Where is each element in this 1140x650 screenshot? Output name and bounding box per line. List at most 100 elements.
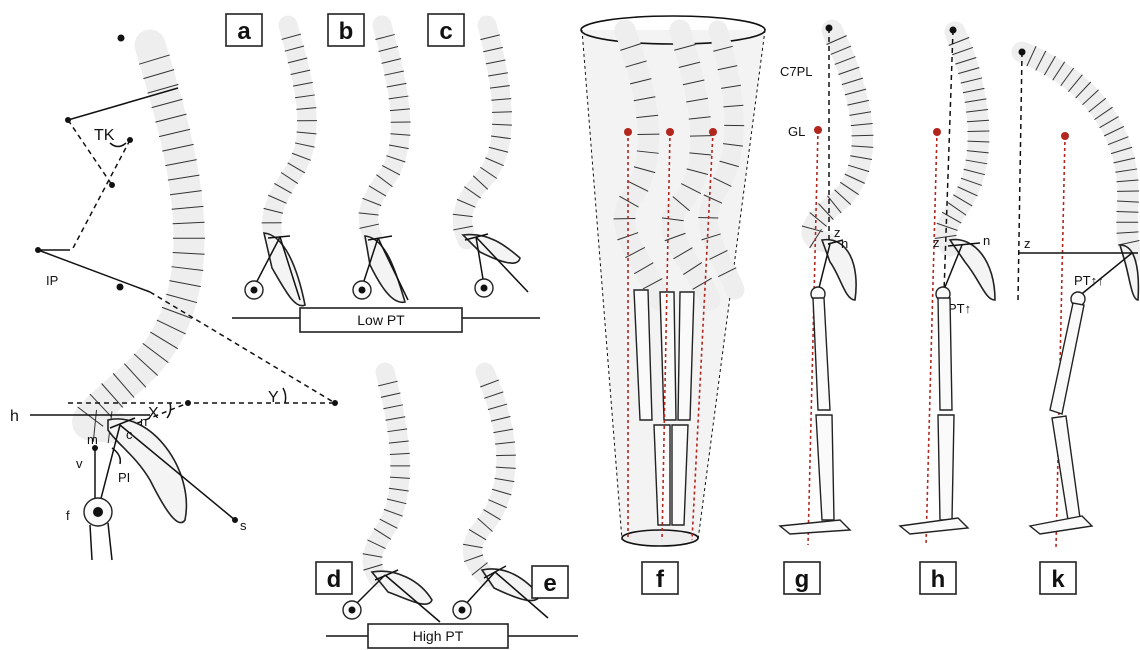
panel-a: a xyxy=(226,14,317,306)
panel-h: z n PT↑ h xyxy=(900,27,995,595)
panel-g-gl-label: GL xyxy=(788,124,805,139)
panel-f-letter: f xyxy=(656,566,665,593)
panel-c: c xyxy=(428,14,528,297)
s-label: s xyxy=(240,518,247,533)
panel-f-gravity-dot xyxy=(666,128,674,136)
panel-e-femoral-center xyxy=(459,607,466,614)
panel-g-foot xyxy=(780,520,850,534)
s-point xyxy=(232,517,238,523)
panel-e: e xyxy=(453,372,568,619)
low-pt-caption: Low PT xyxy=(232,308,540,332)
low-pt-text: Low PT xyxy=(357,312,405,328)
panel-a-letter: a xyxy=(237,18,251,45)
panel-h-gravity-line xyxy=(926,132,937,545)
panel-d-sacrum xyxy=(372,571,432,604)
panel-k-pt-label: PT↑↑ xyxy=(1074,273,1104,288)
ip-dot xyxy=(117,284,124,291)
panel-h-femur xyxy=(938,298,952,410)
panel-k-foot xyxy=(1030,516,1092,534)
vertebra-line xyxy=(496,455,516,456)
panel-g-tibia xyxy=(816,415,834,520)
panel-g: C7PL GL z n g xyxy=(780,25,873,595)
y-point xyxy=(332,400,338,406)
main-spine-diagram: TK IP X Y h s n c m v PI xyxy=(10,35,338,561)
panel-h-gravity-dot xyxy=(933,128,941,136)
y-label: Y xyxy=(268,389,279,406)
panel-c-letter: c xyxy=(439,18,452,45)
panel-d-letter: d xyxy=(327,566,342,593)
high-pt-text: High PT xyxy=(413,628,464,644)
panel-a-spine xyxy=(262,25,317,235)
f-label: f xyxy=(66,508,70,523)
panel-d-femoral-center xyxy=(349,607,356,614)
panel-h-sacrum xyxy=(950,240,995,300)
panel-f-gravity-dot xyxy=(624,128,632,136)
spine-column xyxy=(88,45,189,430)
panel-g-z-label: z xyxy=(834,225,841,240)
panel-b-letter: b xyxy=(339,18,354,45)
v-label: v xyxy=(76,456,83,471)
n-label: n xyxy=(140,414,147,429)
panel-g-letter: g xyxy=(795,566,810,593)
panel-h-foot xyxy=(900,518,968,534)
tk-point xyxy=(65,117,71,123)
panel-g-n-label: n xyxy=(841,236,848,251)
cone-bottom-ellipse xyxy=(622,530,698,546)
tk-perp-lower xyxy=(72,140,130,250)
femoral-neck xyxy=(90,523,112,560)
panel-k-spine xyxy=(1022,46,1139,252)
tk-point xyxy=(109,182,115,188)
panel-b-spine xyxy=(359,25,411,238)
spine-column xyxy=(462,25,502,240)
femoral-head-center xyxy=(93,507,103,517)
pi-label: PI xyxy=(118,470,130,485)
panel-h-z-label: z xyxy=(933,235,940,250)
ip-label: IP xyxy=(46,273,58,288)
vertebra-line xyxy=(851,135,873,136)
vertebra-line xyxy=(492,112,512,113)
panel-k-z-label: z xyxy=(1024,236,1031,251)
panel-f: f xyxy=(581,16,765,594)
panel-g-gravity-dot xyxy=(814,126,822,134)
panel-h-tibia xyxy=(938,415,954,520)
panel-c-femoral-center xyxy=(481,285,488,292)
panel-c-spine xyxy=(453,25,512,240)
panel-e-spine xyxy=(463,372,516,578)
panel-b: b xyxy=(328,14,411,302)
m-label: m xyxy=(87,432,98,447)
panel-g-sacrum xyxy=(822,240,856,300)
c7-dot xyxy=(118,35,125,42)
panel-g-c7pl-label: C7PL xyxy=(780,64,813,79)
panel-b-femoral-center xyxy=(359,287,366,294)
spine-column xyxy=(368,25,400,238)
panel-h-pt-label: PT↑ xyxy=(948,301,971,316)
panel-h-spine xyxy=(935,32,990,246)
h-label: h xyxy=(10,408,19,425)
x-angle-arc xyxy=(167,403,171,418)
c-label: c xyxy=(126,427,133,442)
main-spine xyxy=(78,45,205,443)
tk-label: TK xyxy=(94,127,115,144)
spine-column xyxy=(946,32,979,246)
panel-k-c7pl xyxy=(1018,52,1022,300)
panel-g-spine xyxy=(802,30,874,248)
y-angle-arc xyxy=(283,388,286,403)
panel-k: z PT↑↑ k xyxy=(1018,46,1139,594)
panel-d-spine xyxy=(363,372,411,578)
panel-k-letter: k xyxy=(1051,566,1065,593)
panel-g-femur xyxy=(813,298,830,410)
x-point xyxy=(185,400,191,406)
x-label: X xyxy=(148,405,159,422)
spine-column xyxy=(272,25,307,235)
panel-a-femoral-center xyxy=(251,287,258,294)
panel-h-letter: h xyxy=(931,566,946,593)
panel-d: d xyxy=(316,372,440,622)
panel-k-gravity-dot xyxy=(1061,132,1069,140)
panel-f-gravity-dot xyxy=(709,128,717,136)
tk-point xyxy=(127,137,133,143)
spine-column xyxy=(372,372,400,578)
panel-h-n-label: n xyxy=(983,233,990,248)
high-pt-caption: High PT xyxy=(326,624,578,648)
panel-e-letter: e xyxy=(543,570,556,597)
